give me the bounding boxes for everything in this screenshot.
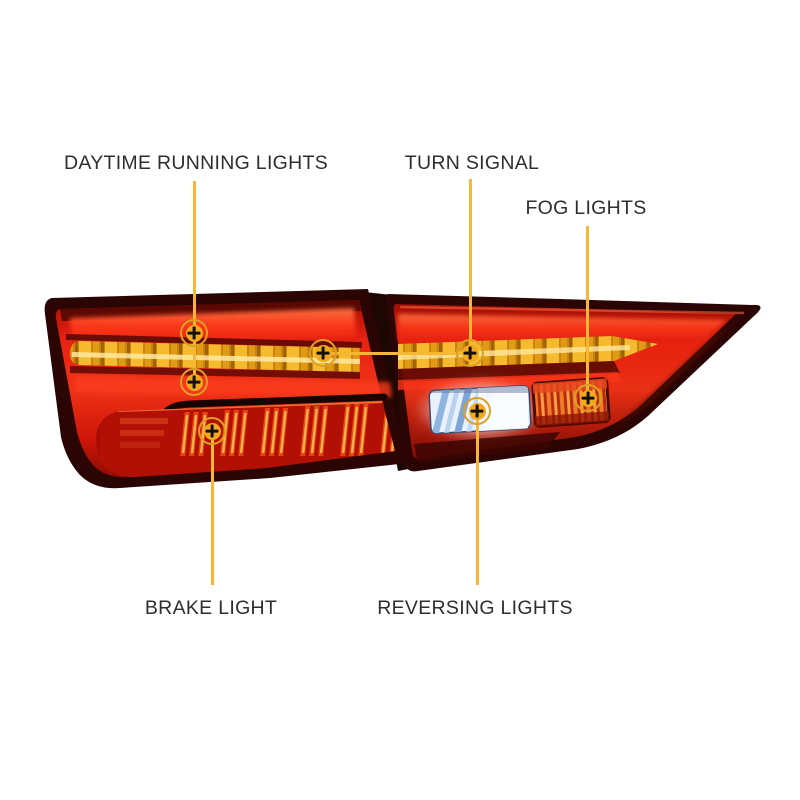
brake-led-bars: [180, 402, 395, 456]
hotspot-marker-brake-light: [198, 417, 226, 445]
plus-icon: [314, 344, 332, 362]
hotspot-marker-reversing-lights: [463, 397, 491, 425]
hotspot-marker-fog-lights: [574, 384, 602, 412]
plus-icon: [185, 373, 203, 391]
brake-light-led-array: [96, 401, 395, 477]
callout-line-daytime-running-lights: [192, 181, 196, 382]
feature-label-brake-light: BRAKE LIGHT: [144, 597, 278, 619]
callout-line-turn-signal-connector: [323, 351, 470, 355]
hotspot-marker-daytime-running-lower: [180, 368, 208, 396]
callout-line-turn-signal: [468, 179, 472, 353]
plus-icon: [461, 344, 479, 362]
hotspot-marker-turn-signal-right: [456, 339, 484, 367]
drl-amber-strip-left: [70, 341, 360, 372]
feature-label-turn-signal: TURN SIGNAL: [404, 152, 540, 174]
hotspot-marker-turn-signal-left: [309, 339, 337, 367]
feature-label-fog-lights: FOG LIGHTS: [525, 197, 647, 219]
plus-icon: [468, 402, 486, 420]
callout-line-fog-lights: [585, 226, 589, 398]
callout-line-brake-light: [210, 431, 214, 585]
feature-label-reversing-lights: REVERSING LIGHTS: [377, 597, 573, 619]
plus-icon: [203, 422, 221, 440]
plus-icon: [579, 389, 597, 407]
left-lamp-body: [44, 289, 407, 489]
callout-line-reversing-lights: [475, 411, 479, 585]
feature-label-daytime-running-lights: DAYTIME RUNNING LIGHTS: [63, 152, 329, 174]
hotspot-marker-daytime-running-upper: [180, 319, 208, 347]
plus-icon: [185, 324, 203, 342]
